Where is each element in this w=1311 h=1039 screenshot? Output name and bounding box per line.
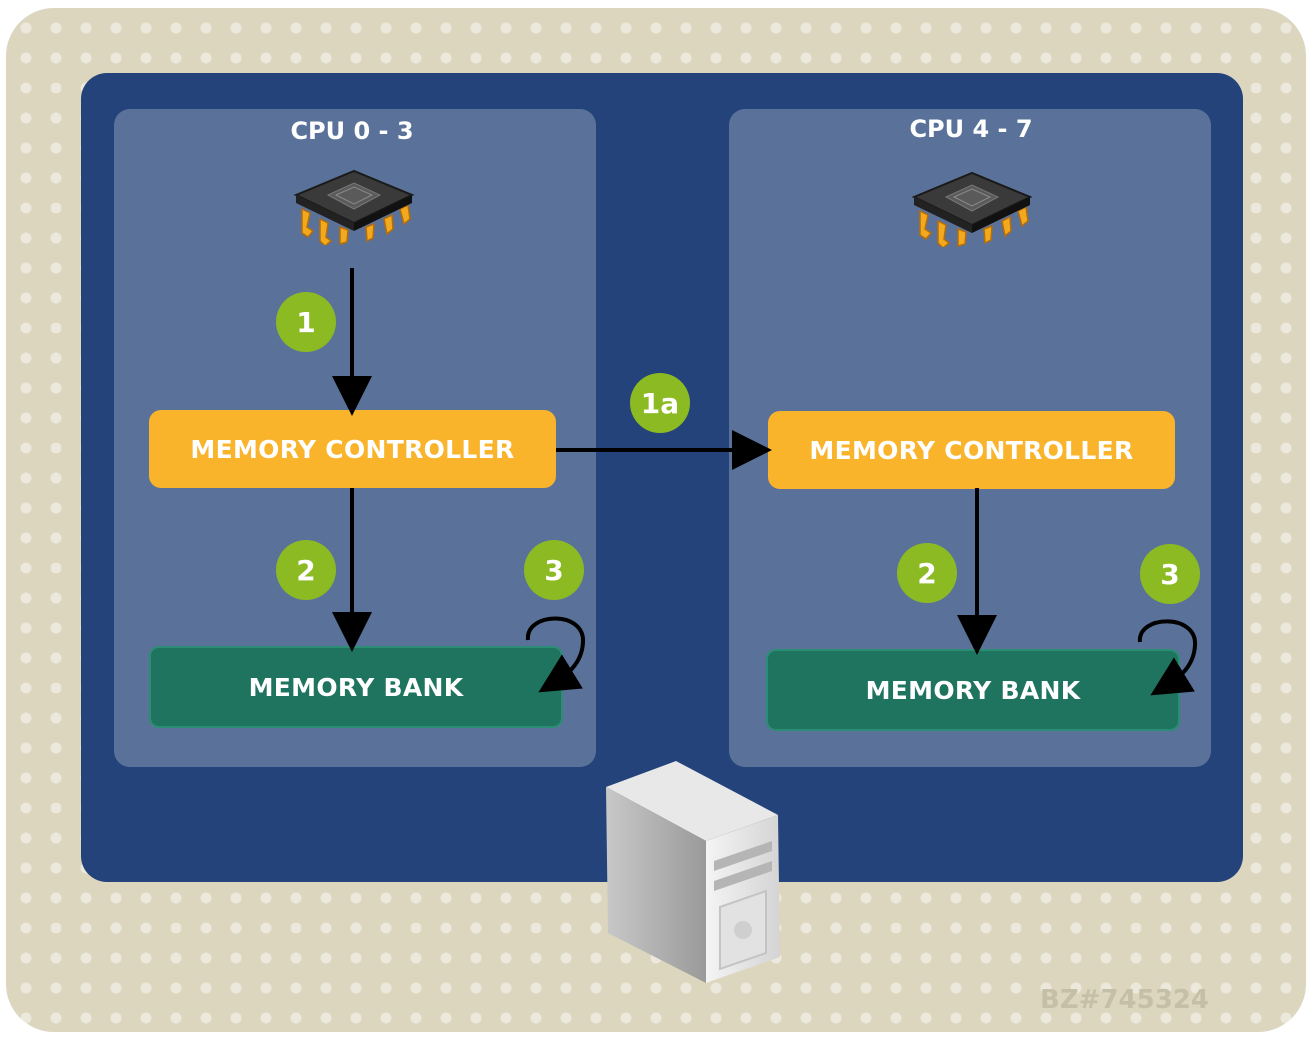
loop-arrow-right xyxy=(1138,619,1198,696)
step-badge-2-left: 2 xyxy=(276,540,336,600)
memory-bank-right: MEMORY BANK xyxy=(766,649,1180,731)
step-badge-2-right: 2 xyxy=(897,543,957,603)
server-tower-icon xyxy=(606,761,780,983)
memory-controller-right: MEMORY CONTROLLER xyxy=(768,411,1175,489)
step-badge-1-left: 1 xyxy=(276,292,336,352)
step-badge-3-left: 3 xyxy=(524,540,584,600)
memory-controller-left: MEMORY CONTROLLER xyxy=(149,410,556,488)
cpu-chip-icon xyxy=(293,169,415,245)
step-badge-3-right: 3 xyxy=(1140,544,1200,604)
bugzilla-reference: BZ#745324 xyxy=(1040,985,1209,1015)
cpu-label-left: CPU 0 - 3 xyxy=(290,117,414,145)
loop-arrow-left xyxy=(526,616,586,693)
memory-bank-left: MEMORY BANK xyxy=(149,646,563,728)
cpu-label-right: CPU 4 - 7 xyxy=(909,115,1033,143)
step-badge-1a: 1a xyxy=(630,373,690,433)
cpu-chip-icon xyxy=(911,171,1033,247)
